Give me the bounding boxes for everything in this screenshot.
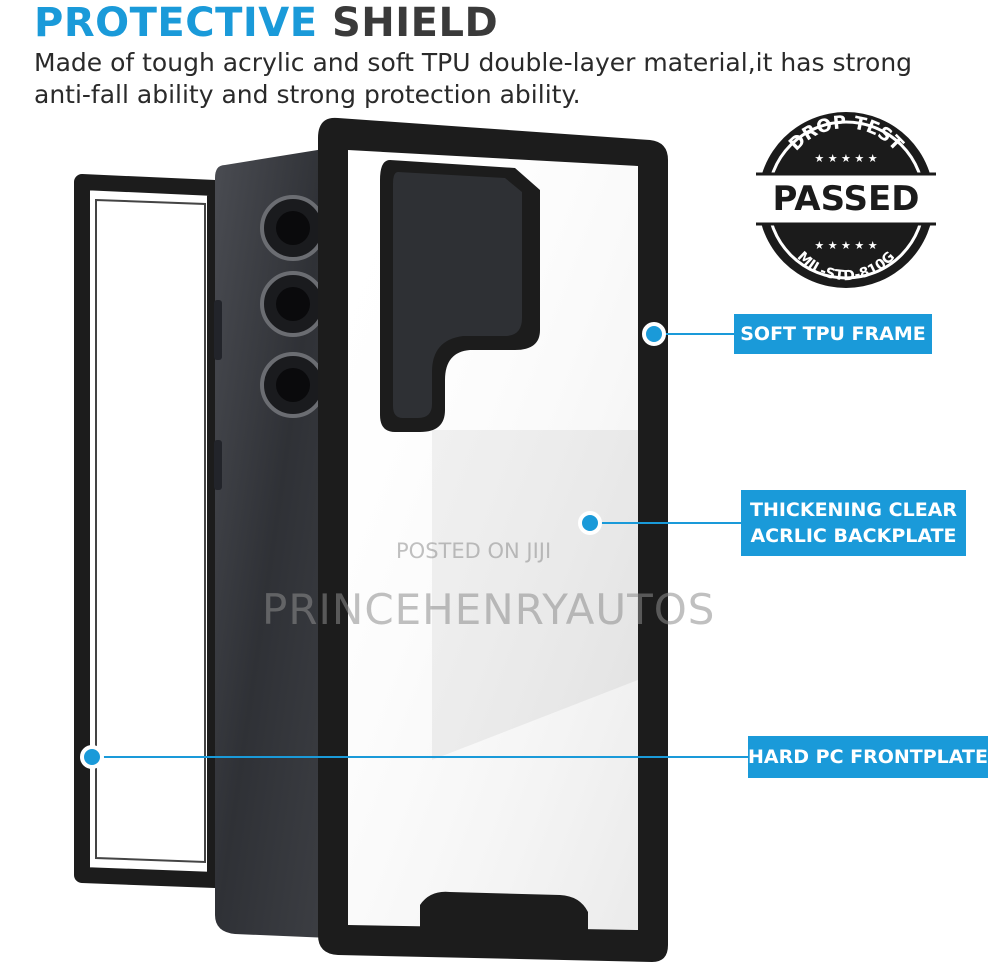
badge-stars-bottom: ★ ★ ★ ★ ★ [814,239,877,252]
callout-soft-tpu-frame: SOFT TPU FRAME [734,314,932,354]
callout-clear-backplate-line1: THICKENING CLEAR [749,499,958,521]
headline-word-protective: PROTECTIVE [34,0,318,46]
callout-clear-backplate-line2: ACRLIC BACKPLATE [750,525,957,547]
headline-word-shield: SHIELD [331,0,499,46]
phone-body [214,148,330,938]
description-line-2: anti-fall ability and strong protection … [34,80,581,109]
description-line-1: Made of tough acrylic and soft TPU doubl… [34,48,913,77]
callout-soft-tpu-frame-line1: SOFT TPU FRAME [740,323,926,345]
hard-pc-frontplate [74,174,223,888]
callout-connectors [80,322,748,769]
watermark-seller: PRINCEHENRYAUTOS [262,585,716,634]
camera-lenses [260,195,326,418]
soft-tpu-frame [318,117,668,963]
callout-hard-pc-frontplate-line1: HARD PC FRONTPLATE [748,746,988,768]
watermark-posted: POSTED ON JIJI [396,539,552,563]
headline: PROTECTIVE SHIELD [34,0,498,46]
badge-passed-text: PASSED [772,179,920,219]
badge-stars-top: ★ ★ ★ ★ ★ [814,152,877,165]
callout-hard-pc-frontplate: HARD PC FRONTPLATE [748,736,988,778]
callout-clear-backplate: THICKENING CLEAR ACRLIC BACKPLATE [741,490,966,556]
drop-test-badge: DROP TEST MIL-STD-810G ★ ★ ★ ★ ★ ★ ★ ★ ★… [756,112,936,288]
